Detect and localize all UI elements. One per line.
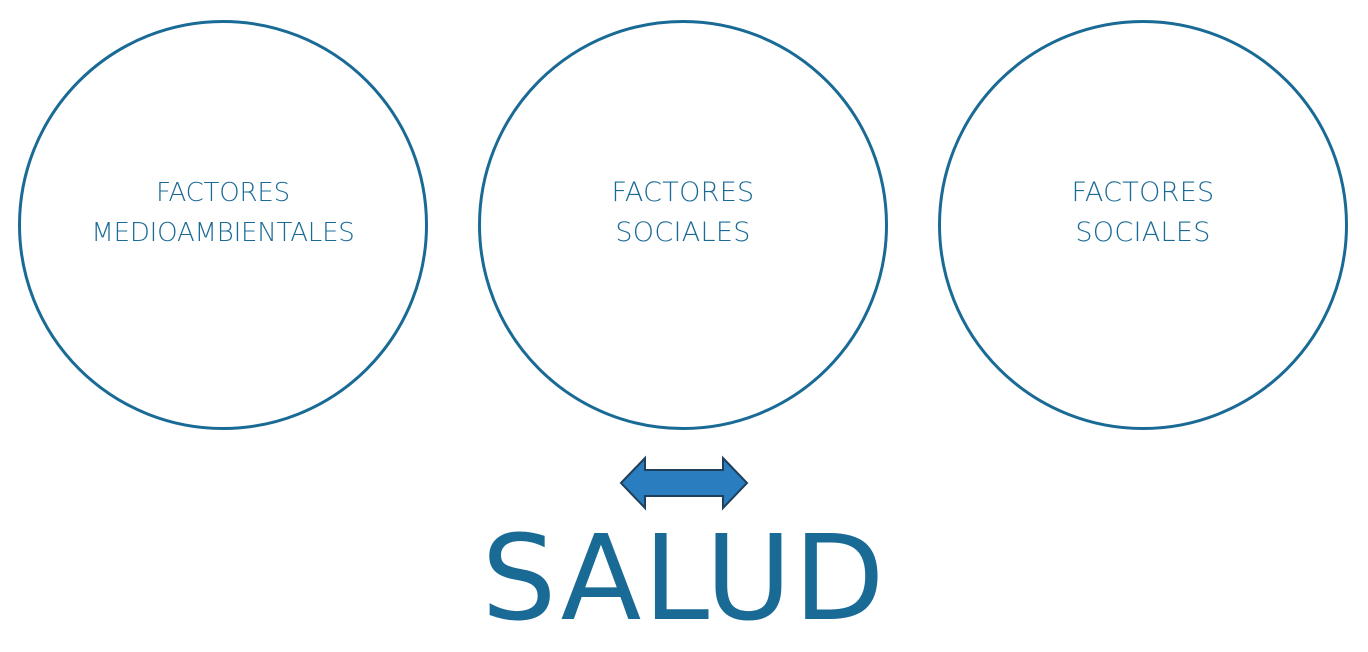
circle-label-line1: FACTORES: [1071, 177, 1215, 208]
circle-label-line2: SOCIALES: [615, 217, 751, 248]
circle-label-line2: MEDIOAMBIENTALES: [91, 218, 355, 248]
circle-label-line1: FACTORES: [611, 177, 755, 208]
main-title-salud: SALUD: [481, 509, 887, 647]
circle-label: FACTORES MEDIOAMBIENTALES: [91, 173, 354, 253]
circle-medioambientales: FACTORES MEDIOAMBIENTALES: [18, 20, 428, 430]
circle-label-line2: SOCIALES: [1075, 217, 1211, 248]
circle-label: FACTORES SOCIALES: [1071, 173, 1214, 253]
double-headed-arrow-icon: [619, 455, 749, 511]
circle-label: FACTORES SOCIALES: [611, 173, 754, 253]
circle-sociales-right: FACTORES SOCIALES: [938, 20, 1348, 430]
arrow-shape: [619, 455, 749, 511]
circle-label-line1: FACTORES: [156, 178, 290, 208]
circle-sociales-middle: FACTORES SOCIALES: [478, 20, 888, 430]
